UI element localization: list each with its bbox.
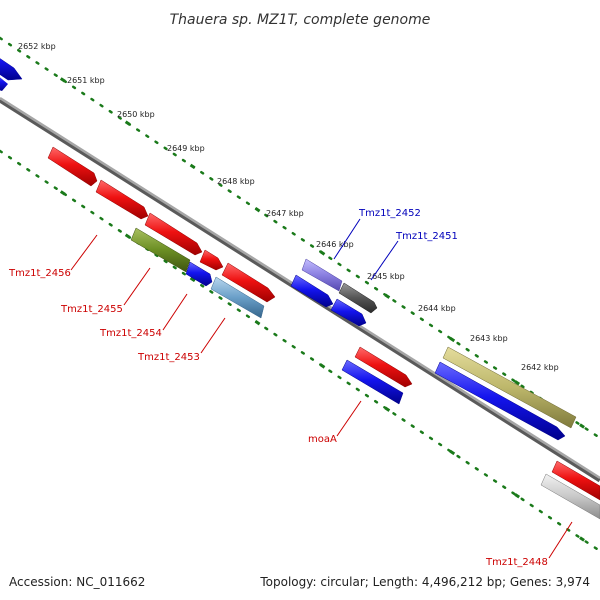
kbp-label: 2649 kbp xyxy=(167,144,205,153)
ruler-upper-dots xyxy=(0,36,600,440)
ruler-upper-major-ticks xyxy=(0,36,600,440)
connector-tmz1t-2448 xyxy=(548,521,573,559)
gene-arrow-blue xyxy=(330,298,367,327)
gene-arrow-blue xyxy=(0,77,8,91)
kbp-label: 2645 kbp xyxy=(367,272,405,281)
connector-tmz1t-2452 xyxy=(333,218,361,260)
ruler-lower xyxy=(0,149,600,553)
gene-arrow-khaki xyxy=(442,346,577,429)
gene-arrow-red xyxy=(354,346,413,388)
kbp-label: 2646 kbp xyxy=(316,240,354,249)
accession-text: Accession: NC_011662 xyxy=(9,575,145,589)
kbp-label: 2643 kbp xyxy=(470,334,508,343)
topology-text: Topology: circular; Length: 4,496,212 bp… xyxy=(259,575,590,589)
gene-arrow-red xyxy=(95,179,149,220)
gene-arrow-red xyxy=(221,262,276,303)
connector-tmz1t-2456 xyxy=(70,234,98,271)
gene-arrow-blue xyxy=(185,261,213,287)
connector-tmz1t-2453 xyxy=(200,317,226,354)
gene-arrow-blue xyxy=(341,359,404,405)
kbp-label: 2644 kbp xyxy=(418,304,456,313)
gene-labels: Tmz1t_2456 Tmz1t_2455 Tmz1t_2454 Tmz1t_2… xyxy=(8,208,548,568)
kbp-label: 2648 kbp xyxy=(217,177,255,186)
gene-label-tmz1t-2454: Tmz1t_2454 xyxy=(99,328,162,339)
gene-arrow-purple xyxy=(301,258,343,292)
ruler-upper xyxy=(0,36,600,440)
gene-arrow-blue xyxy=(290,274,334,308)
connector-tmz1t-2454 xyxy=(162,293,188,331)
gene-arrow-steel xyxy=(210,276,265,319)
map-title: Thauera sp. MZ1T, complete genome xyxy=(170,12,431,28)
gene-label-tmz1t-2456: Tmz1t_2456 xyxy=(8,268,71,279)
kbp-label: 2642 kbp xyxy=(521,363,559,372)
genes xyxy=(0,58,600,520)
gene-arrow-red xyxy=(47,146,98,187)
gene-arrow-red xyxy=(199,249,224,271)
gene-arrow-red xyxy=(551,460,600,501)
gene-label-tmz1t-2452: Tmz1t_2452 xyxy=(358,208,421,219)
gene-label-tmz1t-2451: Tmz1t_2451 xyxy=(395,231,458,242)
kbp-label: 2650 kbp xyxy=(117,110,155,119)
gene-label-tmz1t-2455: Tmz1t_2455 xyxy=(60,304,123,315)
gene-label-tmz1t-2453: Tmz1t_2453 xyxy=(137,352,200,363)
connector-tmz1t-2455 xyxy=(123,267,151,306)
connector-moaa xyxy=(336,400,362,437)
gene-label-moaa: moaA xyxy=(308,434,337,445)
gene-arrow-blue xyxy=(0,58,23,81)
connector-tmz1t-2451 xyxy=(370,240,399,281)
gene-arrow-lightgray xyxy=(540,473,600,520)
gene-label-tmz1t-2448: Tmz1t_2448 xyxy=(485,557,548,568)
gene-arrow-darkgray xyxy=(338,282,378,314)
kbp-label: 2652 kbp xyxy=(18,42,56,51)
label-connectors xyxy=(70,218,573,559)
kbp-label: 2651 kbp xyxy=(67,76,105,85)
gene-arrow-olive xyxy=(130,227,191,273)
gene-arrow-blue xyxy=(434,361,566,441)
ruler-lower-dots xyxy=(0,149,600,553)
gene-arrow-red xyxy=(144,212,203,256)
kbp-label: 2647 kbp xyxy=(266,209,304,218)
kbp-labels: 2652 kbp 2651 kbp 2650 kbp 2649 kbp 2648… xyxy=(18,42,559,372)
